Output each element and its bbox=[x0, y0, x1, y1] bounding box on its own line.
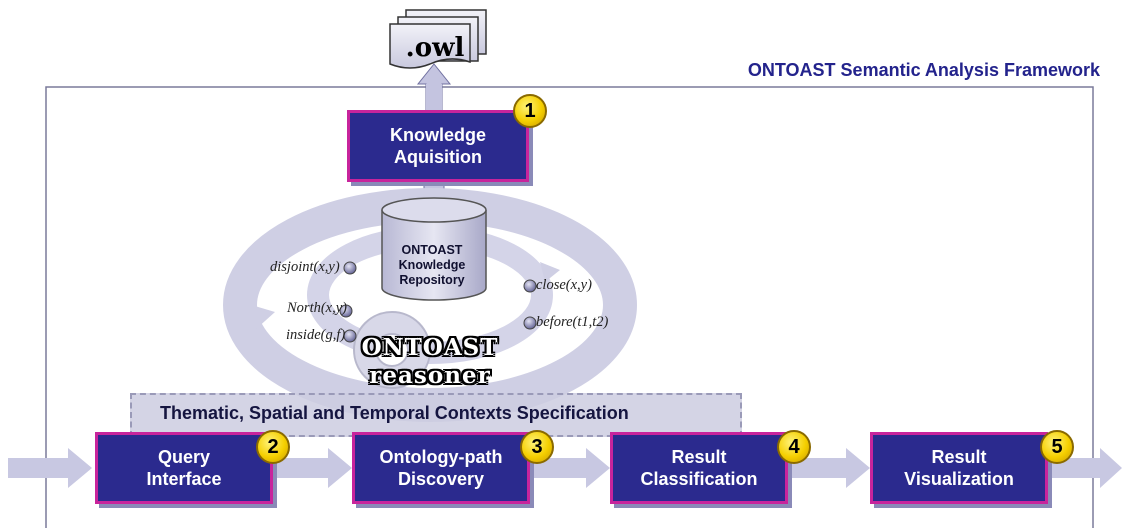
step-badge-3: 3 bbox=[520, 430, 554, 464]
reasoner-label-line1: ONTOAST bbox=[361, 334, 499, 361]
owl-document-icon bbox=[389, 9, 487, 69]
classification-box-line2: Classification bbox=[640, 469, 758, 489]
framework-frame bbox=[45, 86, 1094, 528]
query-box-line1: Query bbox=[157, 447, 211, 467]
step-badge-1: 1 bbox=[513, 94, 547, 128]
step-badge-5: 5 bbox=[1040, 430, 1074, 464]
knowledge-box-line1: Knowledge bbox=[389, 125, 486, 145]
relation-dot bbox=[523, 316, 537, 330]
context-specification-label: Thematic, Spatial and Temporal Contexts … bbox=[160, 403, 629, 423]
relation-dot bbox=[343, 261, 357, 275]
ontology-path-discovery-box: Ontology-path Discovery bbox=[352, 432, 530, 504]
repository-line1: ONTOAST bbox=[401, 243, 463, 257]
knowledge-box-line2: Aquisition bbox=[394, 147, 482, 167]
ontology-box-line2: Discovery bbox=[397, 469, 485, 489]
ontology-box-line1: Ontology-path bbox=[379, 447, 503, 467]
repository-line3: Repository bbox=[399, 273, 465, 287]
relation-inside: inside(g,f) bbox=[286, 327, 346, 343]
result-classification-box: Result Classification bbox=[610, 432, 788, 504]
framework-title: ONTOAST Semantic Analysis Framework bbox=[747, 60, 1100, 80]
repository-label: ONTOAST Knowledge Repository bbox=[384, 243, 480, 288]
repository-line2: Knowledge bbox=[398, 258, 466, 272]
visualization-box-line1: Result bbox=[931, 447, 987, 467]
step-badge-4: 4 bbox=[777, 430, 811, 464]
relation-before: before(t1,t2) bbox=[536, 314, 609, 330]
relation-dot bbox=[343, 329, 357, 343]
relation-north: North(x,y) bbox=[287, 300, 347, 316]
result-visualization-box: Result Visualization bbox=[870, 432, 1048, 504]
owl-file-label: .owl bbox=[405, 33, 465, 63]
relation-close: close(x,y) bbox=[536, 277, 592, 293]
query-interface-box: Query Interface bbox=[95, 432, 273, 504]
relation-dot bbox=[523, 279, 537, 293]
step-badge-2: 2 bbox=[256, 430, 290, 464]
classification-box-line1: Result bbox=[671, 447, 727, 467]
knowledge-aquisition-box: Knowledge Aquisition bbox=[347, 110, 529, 182]
visualization-box-line2: Visualization bbox=[904, 469, 1014, 489]
relation-dot bbox=[339, 304, 353, 318]
reasoner-label-line2: reasoner bbox=[369, 362, 491, 389]
knowledge-repository-cylinder bbox=[381, 197, 487, 301]
relation-disjoint: disjoint(x,y) bbox=[270, 259, 340, 275]
query-box-line2: Interface bbox=[146, 469, 222, 489]
gear-icon bbox=[353, 311, 431, 389]
